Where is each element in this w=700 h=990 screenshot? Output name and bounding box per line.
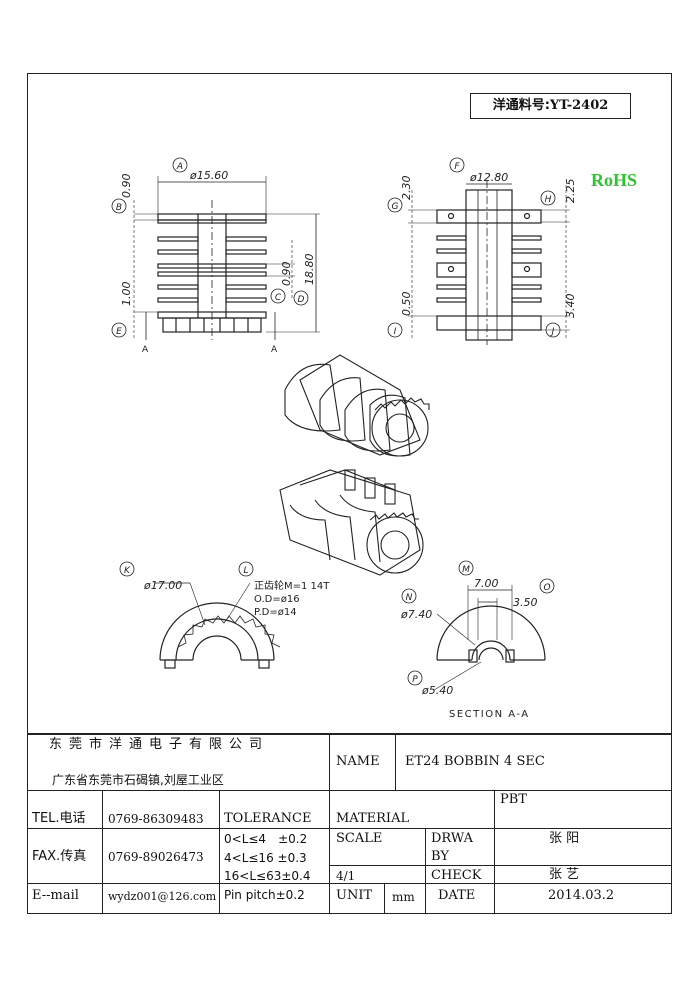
balloon-n: N — [406, 593, 413, 603]
balloon-i: I — [394, 327, 397, 337]
balloon-f: F — [454, 162, 460, 172]
gear-spec-3: P.D=ø14 — [254, 607, 297, 618]
fax-value: 0769-89026473 — [108, 850, 204, 864]
side-view-labels: ø12.80 2.30 2.25 0.50 3.40 — [400, 171, 577, 318]
gear-view-balloons — [119, 561, 254, 577]
balloon-k: K — [124, 566, 131, 576]
drawn-label-1: DRWA — [431, 831, 474, 846]
email-value: wydz001@126.com — [108, 890, 217, 903]
balloon-e: E — [116, 327, 122, 337]
front-view-balloon-letters: A B C D E — [116, 162, 305, 337]
dim-n-value: ø7.40 — [400, 608, 432, 621]
name-label: NAME — [336, 754, 380, 769]
pin-pitch: Pin pitch±0.2 — [224, 888, 305, 902]
section-title: SECTION A-A — [449, 709, 530, 720]
balloon-b: B — [116, 203, 122, 213]
balloon-c: C — [275, 293, 282, 303]
dim-m-value: 7.00 — [474, 577, 499, 590]
drawn-label-2: BY — [431, 849, 449, 864]
gear-spec-2: O.D=ø16 — [254, 594, 300, 605]
company-name: 东莞市洋通电子有限公司 — [49, 737, 270, 752]
company-address: 广东省东莞市石碣镇,刘屋工业区 — [52, 773, 224, 787]
section-view-balloons — [401, 560, 555, 686]
scale-value: 4/1 — [336, 869, 356, 883]
gear-view — [155, 582, 281, 669]
email-label: E--mail — [32, 888, 79, 903]
tolerance-row-1: 0<L≤4 ±0.2 — [224, 832, 308, 846]
unit-label: UNIT — [336, 888, 373, 903]
isometric-bottom — [279, 469, 424, 576]
material-label: MATERIAL — [336, 811, 410, 826]
material-value: PBT — [500, 792, 527, 807]
front-view-balloons — [111, 157, 309, 338]
balloon-g: G — [392, 202, 399, 212]
gear-view-balloon-letters: K L — [124, 566, 248, 576]
front-view-labels: ø15.60 0.90 1.00 0.90 18.80 A A — [120, 169, 316, 355]
part-number-label: 洋通料号: — [492, 98, 550, 113]
dim-j-value: 3.40 — [564, 294, 577, 319]
isometric-top — [284, 354, 430, 457]
balloon-h: H — [545, 195, 552, 205]
dim-f-value: ø12.80 — [469, 171, 508, 184]
check-value: 张 艺 — [549, 867, 580, 882]
front-view — [133, 176, 320, 340]
section-view-labels: 7.00 3.50 ø7.40 ø5.40 SECTION A-A — [400, 577, 538, 720]
balloon-o: O — [543, 583, 550, 593]
side-view-balloon-letters: F G H I J — [392, 162, 555, 337]
dim-a-value: ø15.60 — [189, 169, 228, 182]
dim-h-value: 2.25 — [564, 179, 577, 204]
date-label: DATE — [438, 888, 476, 903]
balloon-d: D — [298, 295, 305, 305]
side-view — [408, 180, 570, 345]
tolerance-row-3: 16<L≤63±0.4 — [224, 869, 311, 883]
balloon-a: A — [176, 162, 183, 172]
tel-value: 0769-86309483 — [108, 812, 204, 826]
fax-label: FAX.传真 — [32, 849, 87, 864]
part-number-box: 洋通料号:YT-2402 — [470, 93, 631, 119]
rohs-mark: RoHS — [591, 170, 638, 190]
dim-k-value: ø17.00 — [143, 579, 182, 592]
title-block: 东莞市洋通电子有限公司 广东省东莞市石碣镇,刘屋工业区 NAME ET24 BO… — [27, 733, 672, 914]
dim-d-value: 18.80 — [303, 254, 316, 286]
date-value: 2014.03.2 — [548, 888, 615, 903]
section-mark-left: A — [142, 345, 149, 355]
check-label: CHECK — [431, 868, 482, 883]
unit-value: mm — [392, 890, 415, 904]
dim-b-value: 0.90 — [120, 174, 133, 199]
section-view — [433, 585, 546, 691]
drawing-frame — [27, 73, 672, 914]
section-view-balloon-letters: M N O P — [406, 565, 551, 685]
dim-c-value: 0.90 — [280, 262, 293, 287]
balloon-l: L — [243, 566, 248, 576]
tolerance-row-2: 4<L≤16 ±0.3 — [224, 851, 307, 865]
gear-view-labels: ø17.00 正齿轮M=1 14T O.D=ø16 P.D=ø14 — [143, 579, 330, 618]
dim-o-value: 3.50 — [513, 596, 538, 609]
dim-e-value: 1.00 — [120, 282, 133, 307]
drawn-value: 张 阳 — [549, 831, 580, 846]
balloon-p: P — [412, 675, 418, 685]
dim-p-value: ø5.40 — [421, 684, 453, 697]
name-value: ET24 BOBBIN 4 SEC — [405, 754, 545, 769]
balloon-j: J — [550, 327, 555, 337]
tolerance-label: TOLERANCE — [224, 811, 312, 826]
dim-i-value: 0.50 — [400, 292, 413, 317]
part-number-value: YT-2402 — [549, 98, 609, 113]
gear-spec-1: 正齿轮M=1 14T — [254, 579, 330, 592]
section-mark-right: A — [271, 345, 278, 355]
side-view-balloons — [387, 157, 561, 338]
dim-g-value: 2.30 — [400, 176, 413, 201]
tel-label: TEL.电话 — [32, 811, 86, 826]
scale-label: SCALE — [336, 831, 383, 846]
balloon-m: M — [462, 565, 470, 575]
